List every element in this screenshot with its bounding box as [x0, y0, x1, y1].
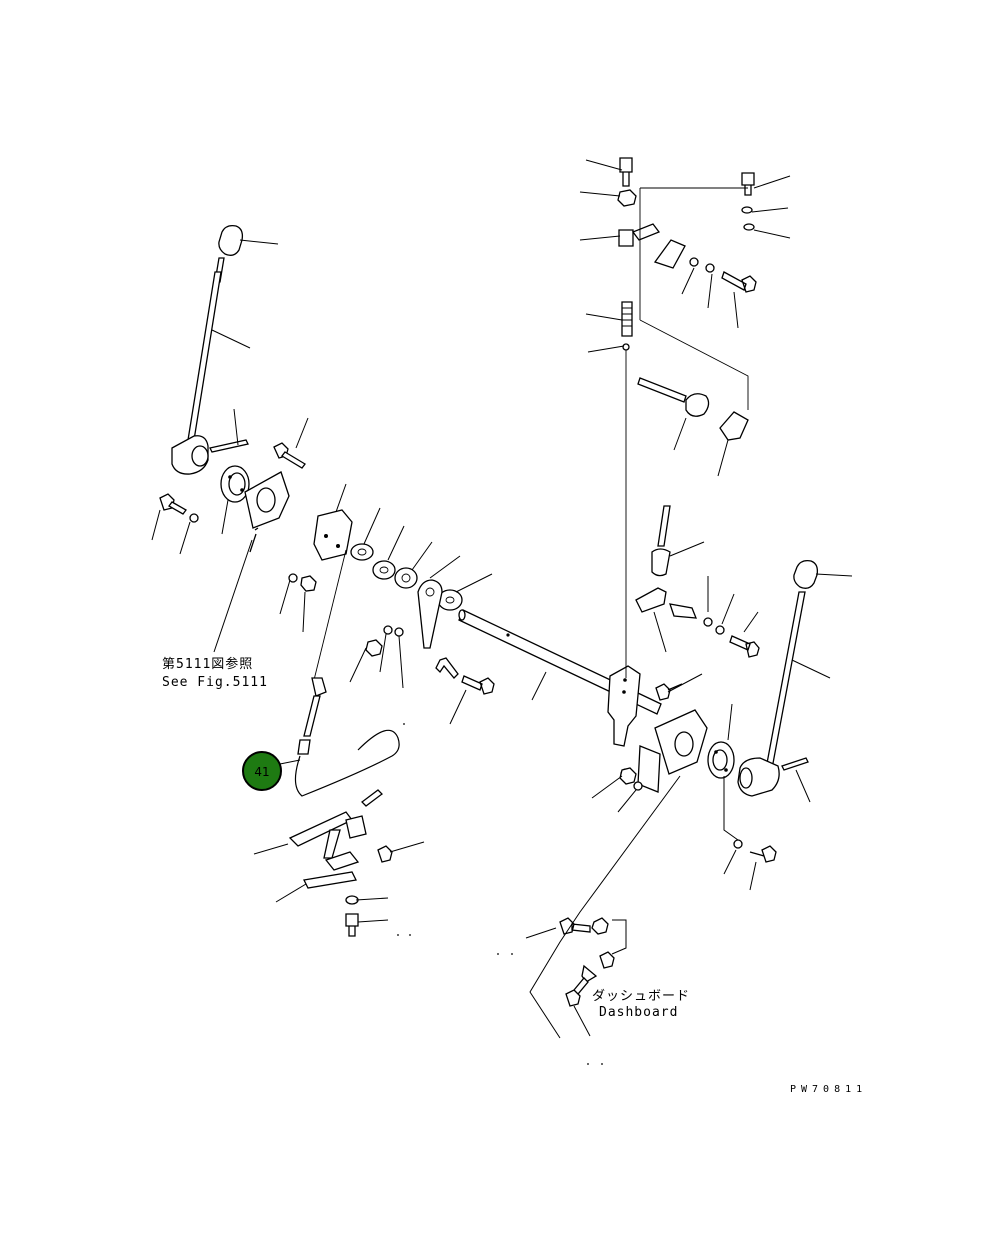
right-control-lever [737, 559, 819, 797]
dashboard-screw [565, 977, 589, 1007]
link-arm-lower [303, 871, 357, 889]
right-lower-bolt [749, 845, 777, 863]
upper-rod-assembly [617, 157, 757, 678]
mid-nut [365, 639, 383, 657]
callout-number[interactable]: 41 [254, 765, 269, 779]
cable-loop [294, 729, 400, 797]
right-side-bracket [637, 745, 661, 793]
left-lever-rod [187, 271, 222, 441]
leader-lines [151, 159, 853, 1039]
dashboard-nut-lower [599, 951, 615, 969]
lower-linkage [288, 549, 400, 937]
dot-marks [397, 723, 603, 1065]
right-washer [633, 781, 643, 791]
callout-circle[interactable] [242, 751, 282, 791]
left-washer [189, 513, 199, 523]
center-lever-plate [607, 665, 641, 747]
dashboard-label-jp: ダッシュボード [592, 989, 690, 1004]
cable-bracket [635, 587, 667, 613]
dashboard-label-en: Dashboard [599, 1005, 678, 1020]
left-lever-knob [218, 224, 244, 256]
left-fasteners [159, 442, 317, 592]
left-washer-lower [288, 573, 298, 583]
right-lever-rod [764, 591, 806, 775]
throttle-cable-upper [637, 377, 749, 441]
cable-fitting [685, 393, 710, 417]
mid-bolt [461, 675, 495, 695]
top-nut [617, 189, 637, 207]
cable-bracket-bolt [729, 635, 760, 658]
upper-bracket [631, 223, 661, 241]
right-lever-knob [793, 559, 819, 589]
linkage-bolt [345, 913, 359, 937]
rod-end [311, 677, 327, 697]
cable-clamp [719, 411, 749, 441]
spring [621, 301, 633, 337]
link-block [345, 815, 367, 839]
bracket-plate [313, 509, 353, 561]
left-nut [300, 575, 317, 592]
left-lever-pin [209, 439, 249, 453]
top-right-bolt [741, 172, 755, 196]
washer-stack [350, 543, 463, 611]
left-control-lever [171, 224, 249, 475]
left-bearing-assembly [220, 465, 290, 553]
rod-end-clevis [618, 229, 634, 247]
small-lever-arm [417, 579, 443, 649]
lower-cable-fitting [635, 505, 760, 658]
right-lever-pin [781, 757, 809, 771]
callout-41[interactable]: 41 [242, 751, 282, 791]
bracket-bolt [721, 271, 757, 293]
reference-label-jp: 第5111図参照 [162, 656, 253, 672]
linkage-nut [377, 845, 393, 863]
dashboard-nut [591, 917, 609, 935]
small-clip [435, 657, 459, 679]
figure-code: PW70811 [790, 1084, 867, 1095]
reference-label-en: See Fig.5111 [162, 675, 268, 690]
right-nut [619, 767, 637, 785]
top-bolt [619, 157, 633, 187]
link-base [324, 851, 360, 871]
link-arm-upper [288, 811, 353, 847]
small-plate [653, 239, 686, 269]
